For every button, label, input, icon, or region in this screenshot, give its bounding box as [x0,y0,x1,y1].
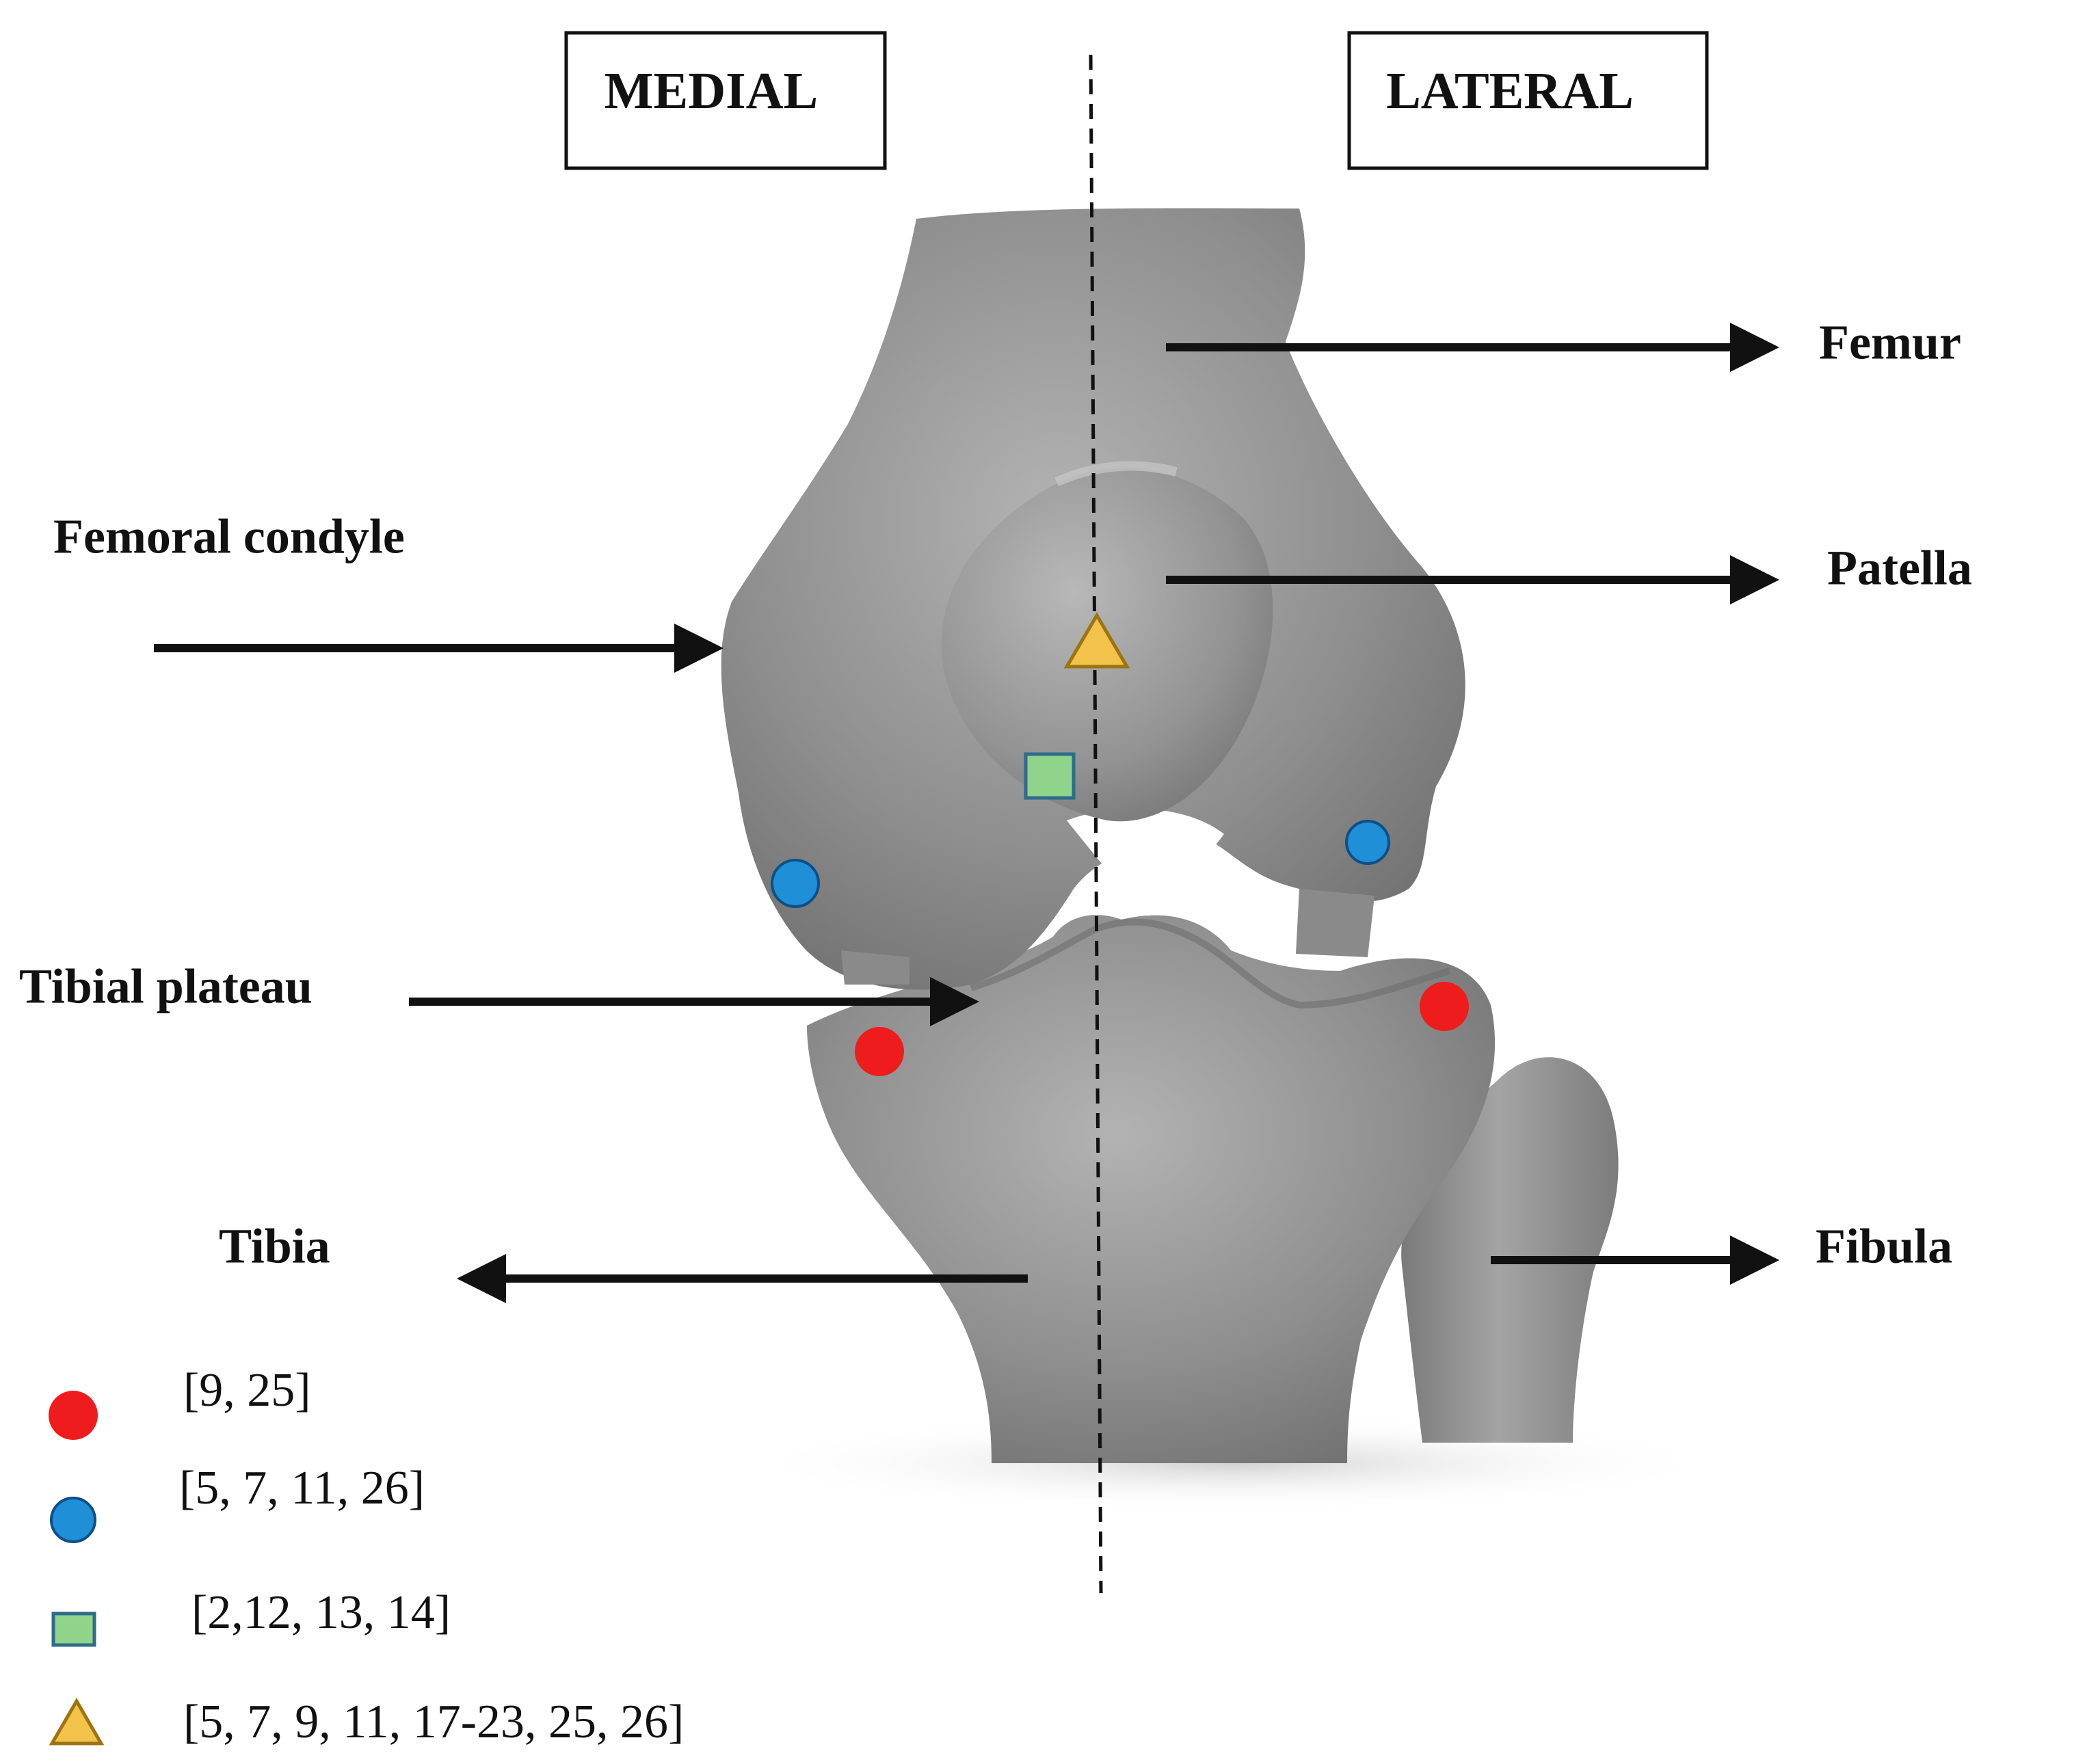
blue-circle-marker-lateral [1346,821,1389,864]
legend-text-green: [2,12, 13, 14] [191,1586,451,1639]
legend-green-square-icon [53,1614,94,1645]
legend-red-circle-icon [49,1391,98,1440]
red-circle-marker-medial [855,1027,904,1076]
legend-text-red: [9, 25] [183,1364,311,1417]
lateral-meniscus-stub [1296,889,1374,957]
lateral-header-text: LATERAL [1386,62,1634,120]
blue-circle-marker-medial [772,860,819,907]
fibula-label: Fibula [1816,1219,1952,1274]
femoral-condyle-annotation: Femoral condyle [53,509,715,648]
medial-header: MEDIAL [566,33,885,168]
legend-text-yellow: [5, 7, 9, 11, 17-23, 25, 26] [183,1696,684,1748]
red-circle-marker-lateral [1420,982,1469,1031]
lateral-header: LATERAL [1349,33,1707,168]
femur-label: Femur [1819,315,1961,370]
femoral-condyle-label: Femoral condyle [53,509,405,564]
legend-text-blue: [5, 7, 11, 26] [179,1462,425,1514]
legend-yellow-triangle-icon [52,1701,101,1743]
legend: [9, 25] [5, 7, 11, 26] [2,12, 13, 14] [5… [49,1364,684,1748]
tibia-label: Tibia [219,1219,330,1274]
legend-blue-circle-icon [51,1498,95,1542]
medial-header-text: MEDIAL [605,62,818,120]
patella-label: Patella [1827,541,1972,596]
tibia-bone [807,915,1495,1463]
tibial-plateau-label: Tibial plateau [19,959,313,1014]
green-square-marker [1026,754,1074,798]
